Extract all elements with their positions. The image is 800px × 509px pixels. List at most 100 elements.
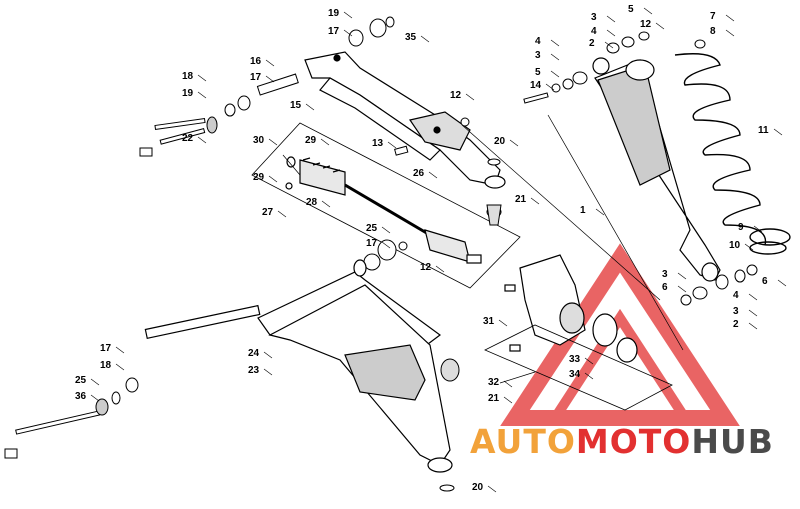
- callout-leader: [550, 39, 560, 47]
- brand-hub: HUB: [691, 422, 774, 461]
- callout-12: 12: [640, 19, 652, 30]
- callout-leader: [550, 70, 560, 78]
- callout-leader: [381, 241, 391, 249]
- shock-absorber: [592, 57, 721, 282]
- callout-leader: [90, 394, 100, 402]
- callout-27: 27: [262, 207, 274, 218]
- upper-a-arm: [304, 51, 506, 189]
- callout-leader: [320, 138, 330, 146]
- callout-21: 21: [515, 194, 527, 205]
- callout-leader: [268, 175, 278, 183]
- callout-leader: [584, 357, 594, 365]
- callout-leader: [606, 29, 616, 37]
- lower-a-arm: [144, 259, 453, 473]
- callout-17: 17: [366, 238, 378, 249]
- callout-3: 3: [733, 306, 739, 317]
- callout-16: 16: [250, 56, 262, 67]
- callout-8: 8: [710, 26, 716, 37]
- callout-3: 3: [591, 12, 597, 23]
- axle-shaft: [285, 156, 482, 264]
- callout-leader: [604, 41, 614, 49]
- callout-3: 3: [535, 50, 541, 61]
- callout-12: 12: [450, 90, 462, 101]
- callout-leader: [487, 485, 497, 493]
- callout-22: 22: [182, 133, 194, 144]
- callout-leader: [197, 136, 207, 144]
- callout-25: 25: [366, 223, 378, 234]
- callout-leader: [753, 225, 763, 233]
- knuckle-group-box: [484, 324, 673, 411]
- callout-32: 32: [488, 377, 500, 388]
- callout-leader: [265, 59, 275, 67]
- callout-28: 28: [306, 197, 318, 208]
- callout-leader: [677, 272, 687, 280]
- callout-19: 19: [328, 8, 340, 19]
- callout-leader: [115, 363, 125, 371]
- callout-leader: [277, 210, 287, 218]
- callout-leader: [773, 128, 783, 136]
- callout-leader: [435, 265, 445, 273]
- callout-24: 24: [248, 348, 260, 359]
- upper-arm-bolt: [139, 16, 395, 157]
- axle-group-box: [251, 122, 521, 289]
- callout-17: 17: [250, 72, 262, 83]
- callout-leader: [509, 139, 519, 147]
- callout-30: 30: [253, 135, 265, 146]
- callout-31: 31: [483, 316, 495, 327]
- callout-leader: [115, 346, 125, 354]
- callout-leader: [748, 322, 758, 330]
- callout-leader: [343, 29, 353, 37]
- callout-leader: [725, 14, 735, 22]
- callout-leader: [343, 11, 353, 19]
- callout-19: 19: [182, 88, 194, 99]
- callout-20: 20: [494, 136, 506, 147]
- callout-20: 20: [472, 482, 484, 493]
- callout-4: 4: [535, 36, 541, 47]
- callout-leader: [263, 368, 273, 376]
- callout-5: 5: [535, 67, 541, 78]
- callout-leader: [748, 293, 758, 301]
- coil-spring: [674, 53, 791, 255]
- callout-10: 10: [729, 240, 741, 251]
- callout-9: 9: [738, 222, 744, 233]
- watermark-brand: AUTOMOTOHUB: [470, 422, 774, 461]
- lower-arm-bolt: [4, 358, 460, 492]
- callout-18: 18: [100, 360, 112, 371]
- callout-21: 21: [488, 393, 500, 404]
- callout-leader: [725, 29, 735, 37]
- callout-34: 34: [569, 369, 581, 380]
- callout-leader: [655, 22, 665, 30]
- callout-35: 35: [405, 32, 417, 43]
- callout-7: 7: [710, 11, 716, 22]
- callout-17: 17: [100, 343, 112, 354]
- mid-bushings: [363, 117, 502, 271]
- callout-2: 2: [589, 38, 595, 49]
- callout-29: 29: [253, 172, 265, 183]
- callout-1: 1: [580, 205, 586, 216]
- steering-knuckle: [504, 254, 638, 363]
- brand-auto: AUTO: [470, 422, 576, 461]
- callout-leader: [503, 380, 513, 388]
- leader-lines: [282, 114, 684, 384]
- callout-25: 25: [75, 375, 87, 386]
- callout-leader: [420, 35, 430, 43]
- callout-leader: [428, 171, 438, 179]
- callout-leader: [606, 15, 616, 23]
- callout-29: 29: [305, 135, 317, 146]
- callout-13: 13: [372, 138, 384, 149]
- callout-11: 11: [758, 125, 769, 136]
- callout-leader: [268, 138, 278, 146]
- callout-leader: [584, 372, 594, 380]
- callout-12: 12: [420, 262, 432, 273]
- callout-leader: [677, 285, 687, 293]
- callout-leader: [465, 93, 475, 101]
- callout-leader: [503, 396, 513, 404]
- callout-leader: [381, 226, 391, 234]
- callout-4: 4: [733, 290, 739, 301]
- callout-leader: [744, 243, 754, 251]
- callout-2: 2: [733, 319, 739, 330]
- callout-leader: [321, 200, 331, 208]
- brand-moto: MOTO: [575, 422, 692, 461]
